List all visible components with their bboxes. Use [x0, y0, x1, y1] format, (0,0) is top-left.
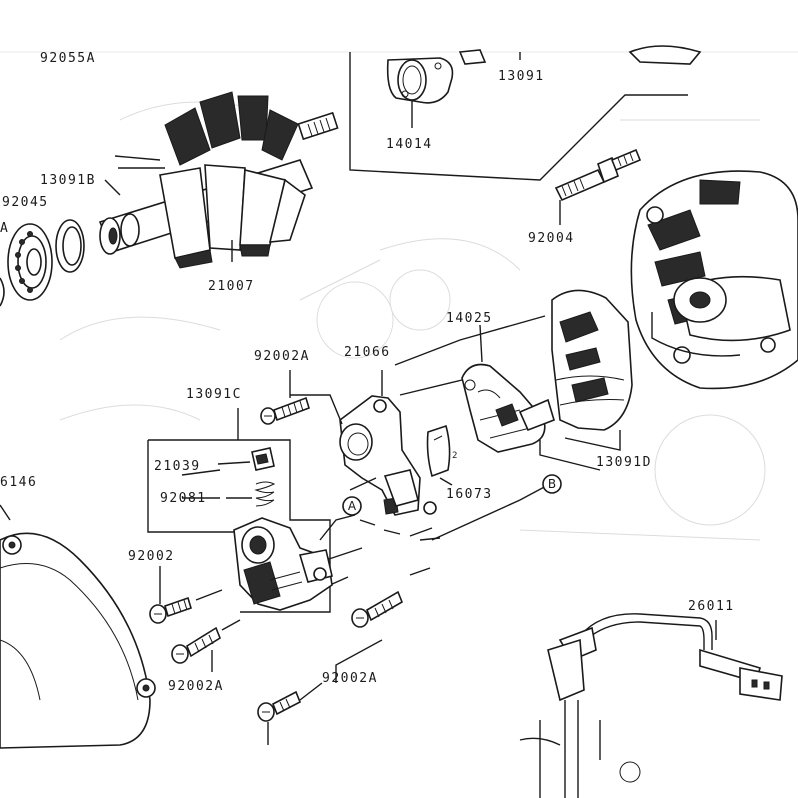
screw-92002: [149, 566, 223, 624]
label-13091B: 13091B: [40, 173, 96, 188]
label-92081: 92081: [160, 491, 207, 506]
rotor-21007: [98, 91, 339, 269]
front-housing: [630, 170, 798, 390]
label-13091C: 13091C: [186, 387, 242, 402]
brush-holder-body: [233, 517, 333, 611]
svg-text:2: 2: [452, 451, 459, 461]
screw-92002A-left: [171, 619, 241, 672]
callout-B-letter: B: [548, 477, 556, 491]
assembly-guide-lines: [290, 315, 601, 586]
stud-bolt-92004: [554, 148, 642, 225]
ring-13091B: [55, 219, 85, 273]
label-26011: 26011: [688, 599, 735, 614]
background-show-through: [59, 101, 766, 541]
screw-92002A-bottom: [257, 639, 383, 745]
part-number-labels: 92055A 13091 14014 13091B 92045 A 92004 …: [0, 51, 735, 694]
label-13091D: 13091D: [596, 455, 652, 470]
screw-92002A-top: [260, 370, 310, 425]
rectifier-14025: [461, 324, 555, 453]
wire-harness-26011: [519, 613, 783, 798]
leader-lines: [104, 179, 233, 499]
callout-B: B: [542, 474, 562, 494]
callout-A-letter: A: [348, 499, 357, 513]
insulator-16073: 2: [426, 424, 459, 486]
label-6146: 6146: [0, 475, 37, 490]
callout-A: A: [342, 496, 362, 516]
label-14025: 14025: [446, 311, 493, 326]
bearing-92045: [0, 223, 53, 307]
screw-92002A-right: [351, 590, 403, 628]
label-92002: 92002: [128, 549, 175, 564]
label-21039: 21039: [154, 459, 201, 474]
label-92055A: 92055A: [40, 51, 96, 66]
label-92004: 92004: [528, 231, 575, 246]
label-13091: 13091: [498, 69, 545, 84]
brush-holder-21066: [339, 370, 437, 516]
label-16073: 16073: [446, 487, 493, 502]
brush-inset-13091C: [147, 408, 331, 613]
label-21066: 21066: [344, 345, 391, 360]
rear-cover: [0, 504, 156, 749]
label-21007: 21007: [208, 279, 255, 294]
label-92002A-right: 92002A: [322, 671, 378, 686]
label-14014: 14014: [386, 137, 433, 152]
label-92045: 92045: [2, 195, 49, 210]
label-92002A-left: 92002A: [168, 679, 224, 694]
label-A-edge: A: [0, 221, 9, 236]
label-92002A-top: 92002A: [254, 349, 310, 364]
seal-inset-14014: [349, 45, 702, 181]
regulator-13091D: [551, 289, 633, 451]
